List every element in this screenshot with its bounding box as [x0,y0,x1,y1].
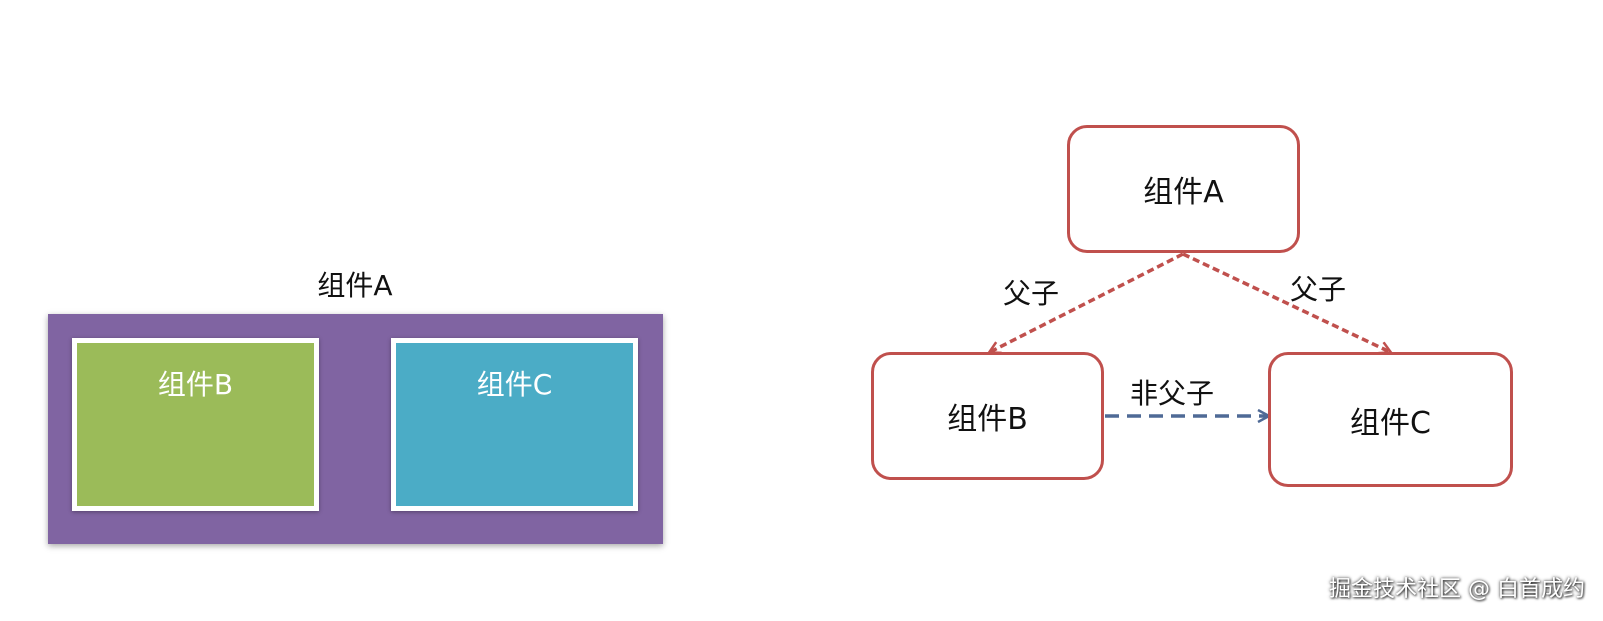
edge-label-parent-child-left: 父子 [1003,277,1060,310]
edge-label-parent-child-right: 父子 [1290,273,1347,306]
component-a-container: 组件B 组件C [48,314,663,544]
node-component-b: 组件B [871,352,1104,480]
component-b-label: 组件B [157,368,234,401]
component-c-box: 组件C [391,338,638,511]
edge-a-to-b [990,252,1184,352]
edge-a-to-c [1182,252,1390,352]
node-component-a: 组件A [1067,125,1300,253]
node-component-c: 组件C [1268,352,1513,487]
outer-component-label: 组件A [317,269,393,302]
component-c-label: 组件C [476,368,553,401]
edge-label-non-parent-child: 非父子 [1130,377,1215,410]
watermark: 掘金技术社区 @ 白首成约 [1329,577,1585,602]
component-b-box: 组件B [72,338,319,511]
